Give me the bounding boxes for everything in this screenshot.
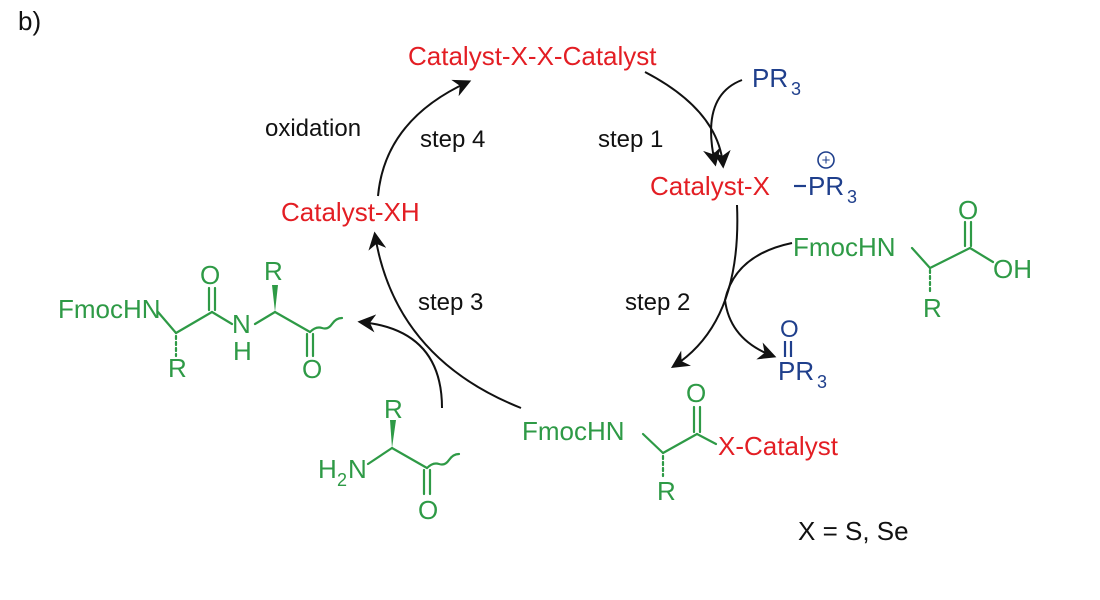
plus-charge: + <box>822 152 831 169</box>
product-bond-ca1-c1 <box>174 310 214 335</box>
acid-o: O <box>958 195 978 225</box>
product-amide-h: H <box>233 336 252 366</box>
acyl-r: R <box>657 476 676 506</box>
arrow-amine-in <box>357 314 443 409</box>
acyl-fmochn: FmocHN <box>522 416 625 446</box>
amine-wedge-r <box>390 420 396 448</box>
pr3-reagent: PR <box>752 63 788 93</box>
panel-label: b) <box>18 6 41 36</box>
step1-label: step 1 <box>598 126 663 153</box>
product-bond-n-ca2 <box>253 310 277 326</box>
disulfide-label: Catalyst-X-X-Catalyst <box>408 41 657 71</box>
product-o1: O <box>200 260 220 290</box>
phosphonium-sub: 3 <box>847 187 857 207</box>
x-definition-legend: X = S, Se <box>798 516 909 546</box>
arrow-acid-in <box>723 242 793 360</box>
product-wedge-r2 <box>272 285 278 312</box>
step4-label: step 4 <box>420 126 485 153</box>
acyl-x-catalyst: X-Catalyst <box>718 431 839 461</box>
thiol-label: Catalyst-XH <box>281 197 420 227</box>
step2-label: step 2 <box>625 289 690 316</box>
amine-sub: 2 <box>337 470 347 490</box>
product-o2: O <box>302 354 322 384</box>
amine-o: O <box>418 495 438 525</box>
acyl-o: O <box>686 378 706 408</box>
phosphine-oxide-sub: 3 <box>817 372 827 392</box>
acid-bond-n-ca <box>910 246 932 270</box>
oxidation-label: oxidation <box>265 115 361 142</box>
step3-label: step 3 <box>418 289 483 316</box>
phosphonium-pr: PR <box>808 171 844 201</box>
acid-oh: OH <box>993 254 1032 284</box>
product-wavy-bond <box>308 316 344 334</box>
amine-r: R <box>384 394 403 424</box>
arrow-pr3-in <box>703 79 743 167</box>
product-r2: R <box>264 256 283 286</box>
acid-bond-c-oh <box>968 246 995 264</box>
product-fmochn: FmocHN <box>58 294 161 324</box>
acid-fmochn: FmocHN <box>793 232 896 262</box>
acyl-bond-ca-c <box>661 432 699 455</box>
phosphine-oxide-pr: PR <box>778 356 814 386</box>
catalyst-x-label: Catalyst-X <box>650 171 770 201</box>
phosphine-oxide-o: O <box>780 316 799 343</box>
arrow-step2 <box>670 204 739 368</box>
acyl-bond-n-ca <box>641 432 665 455</box>
amine-n: N <box>348 454 367 484</box>
arrow-step3 <box>368 231 522 409</box>
acid-bond-ca-c <box>928 246 972 270</box>
product-amide-n: N <box>232 309 251 339</box>
arrow-step1 <box>644 71 731 169</box>
amine-bond-n-ca <box>366 446 394 466</box>
product-bond-n-ca1 <box>156 310 178 335</box>
amine-wavy-bond <box>425 452 461 470</box>
arrow-step4 <box>377 79 472 197</box>
amine-bond-ca-c <box>390 446 429 470</box>
acid-r: R <box>923 293 942 323</box>
plus-charge-circle <box>817 151 835 169</box>
pr3-reagent-sub: 3 <box>791 79 801 99</box>
product-bond-c1-n <box>210 310 234 326</box>
acyl-bond-c-x <box>695 432 718 446</box>
amine-h: H <box>318 454 337 484</box>
product-r1: R <box>168 353 187 383</box>
product-bond-ca2-c2 <box>273 310 312 334</box>
